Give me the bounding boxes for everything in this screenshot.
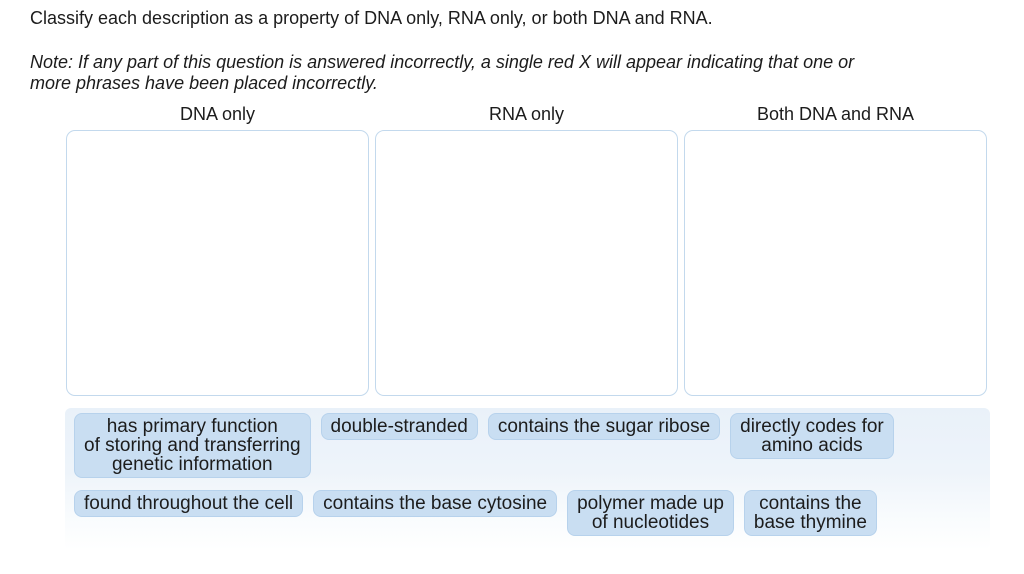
answer-chip-tray[interactable]: has primary function of storing and tran… [65, 408, 990, 550]
chip-text: double-stranded [330, 416, 468, 437]
question-prompt: Classify each description as a property … [30, 8, 713, 28]
chip-polymer-of-nucleotides[interactable]: polymer made up of nucleotides [567, 490, 734, 536]
column-header-dna-only: DNA only [179, 104, 256, 124]
tray-row-2: found throughout the cell contains the b… [74, 490, 981, 536]
column-dna-only: DNA only [66, 104, 369, 396]
column-rna-only: RNA only [375, 104, 678, 396]
chip-text: contains the base cytosine [323, 493, 548, 514]
dropzone-both-dna-and-rna[interactable] [684, 130, 987, 396]
chip-text: of storing and transferring [84, 435, 301, 456]
chip-text: amino acids [761, 435, 863, 456]
chip-text: base thymine [753, 512, 867, 533]
chip-text: found throughout the cell [84, 493, 294, 514]
chip-text: polymer made up [577, 493, 724, 514]
chip-double-stranded[interactable]: double-stranded [320, 413, 478, 440]
chip-text: of nucleotides [591, 512, 710, 533]
tray-row-1: has primary function of storing and tran… [74, 413, 981, 478]
chip-directly-codes-amino-acids[interactable]: directly codes for amino acids [730, 413, 894, 459]
chip-contains-base-thymine[interactable]: contains the base thymine [743, 490, 877, 536]
chip-contains-sugar-ribose[interactable]: contains the sugar ribose [487, 413, 721, 440]
classification-columns: DNA only RNA only Both DNA and RNA [66, 104, 987, 396]
chip-text: contains the sugar ribose [497, 416, 711, 437]
chip-found-throughout-cell[interactable]: found throughout the cell [74, 490, 304, 517]
chip-text: genetic information [111, 454, 273, 475]
column-both-dna-and-rna: Both DNA and RNA [684, 104, 987, 396]
question-note-line-1: Note: If any part of this question is an… [30, 52, 855, 72]
chip-text: directly codes for [740, 416, 884, 437]
question-note: Note: If any part of this question is an… [30, 52, 854, 94]
question-note-line-2: more phrases have been placed incorrectl… [30, 73, 378, 93]
dropzone-rna-only[interactable] [375, 130, 678, 396]
chip-contains-base-cytosine[interactable]: contains the base cytosine [313, 490, 558, 517]
chip-text: has primary function [106, 416, 278, 437]
chip-storing-genetic-information[interactable]: has primary function of storing and tran… [74, 413, 311, 478]
column-header-both-dna-and-rna: Both DNA and RNA [756, 104, 915, 124]
column-header-rna-only: RNA only [488, 104, 565, 124]
dropzone-dna-only[interactable] [66, 130, 369, 396]
chip-text: contains the [759, 493, 862, 514]
